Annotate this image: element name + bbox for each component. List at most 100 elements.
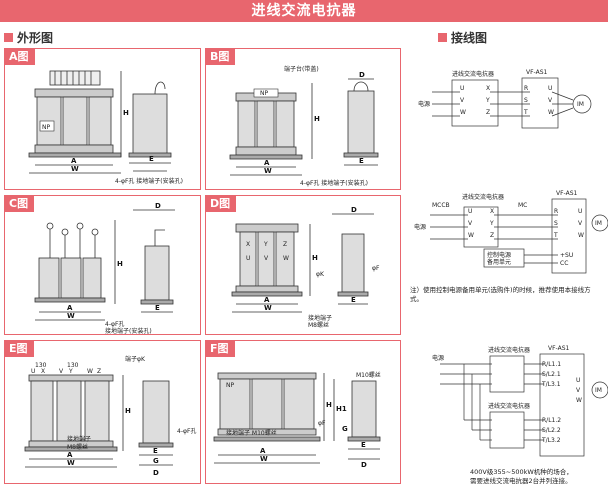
dim-w-label: W [67, 312, 75, 320]
d1-in-w: W [460, 109, 466, 116]
d3-top-r: R/L1.1 [542, 361, 561, 368]
wiring-note-2a: 400V级355~500kW机种的场合， [470, 468, 573, 476]
dim-a-label: A [67, 451, 73, 459]
d2-motor-label: IM [595, 220, 602, 227]
dim-e-label: E [361, 441, 366, 449]
dim-w-label: W [71, 165, 79, 173]
dim-a-label: A [260, 447, 266, 455]
panel-d: X Y Z U V W φK φF D A W H E 接地端子 M8螺丝 D图 [205, 195, 401, 335]
d3-power-label: 电源 [432, 354, 444, 362]
d2-vf-label: VF-AS1 [556, 190, 578, 197]
d2-inv-t: T [553, 232, 558, 239]
dim-h-label: H [312, 254, 318, 262]
term-z: Z [283, 241, 287, 248]
section-marker [4, 33, 13, 42]
d2-inv-s: S [554, 220, 558, 227]
hole-k: φK [316, 271, 325, 278]
mount-hole-c: 4-φF孔 [105, 320, 124, 328]
panel-b: NP 端子台(带盖) D A W H E 4-φF孔 接地端子(安装孔) B图 [205, 48, 401, 190]
wiring-note-2: 400V级355~500kW机种的场合， 需要进线交流电抗器2台并列连接。 [470, 468, 606, 486]
section-marker [438, 33, 447, 42]
wiring-diagram-3: 进线交流电抗器 进线交流电抗器 VF-AS1 电源 IM R/L1.1 S/L2… [432, 345, 608, 457]
e-dim-1: 130 [35, 362, 47, 369]
mount-hole-e: 4-φF孔 [177, 427, 196, 435]
e-top-y: Y [68, 368, 73, 375]
dim-h-label: H [314, 115, 320, 123]
dim-g-label: G [342, 425, 348, 433]
panel-e-tag: E图 [5, 341, 34, 357]
section-outline-heading: 外形图 [4, 29, 53, 46]
d3-bot-s: S/L2.2 [542, 427, 561, 434]
e-top-w: W [87, 368, 93, 375]
d2-power-label: 电源 [414, 223, 426, 231]
dim-w-label: W [264, 167, 272, 175]
m8-bolt-d: M8螺丝 [308, 321, 329, 329]
panel-c: D A W H E 4-φF孔 接地端子(安装孔) C图 [4, 195, 201, 335]
drawing-c: D A W H E 4-φF孔 接地端子(安装孔) [34, 202, 175, 335]
d2-mc-label: MC [518, 202, 527, 209]
m8-bolt-e: M8螺丝 [67, 443, 88, 451]
wiring-column: 进线交流电抗器 VF-AS1 电源 IM U V W X Y Z R S T U… [408, 50, 608, 487]
dim-w-label: W [264, 304, 272, 312]
term-v: V [264, 255, 269, 262]
d2-in-v: V [468, 220, 473, 227]
d2-inv-v: V [578, 220, 583, 227]
section-outline-title: 外形图 [17, 31, 54, 45]
panel-a-tag: A图 [5, 49, 35, 65]
d2-out-z: Z [490, 232, 494, 239]
d3-inv-w: W [576, 397, 582, 404]
d2-ctrl2-label: 备用单元 [487, 258, 511, 266]
dim-d-label: D [351, 206, 357, 214]
ground-terminal-c: 接地端子(安装孔) [105, 327, 152, 335]
d1-vf-label: VF-AS1 [526, 69, 548, 76]
panel-c-tag: C图 [5, 196, 35, 212]
e-top-u: U [31, 368, 35, 375]
dim-e-label: E [359, 157, 364, 165]
term-y: Y [263, 241, 268, 248]
e-top-x: X [41, 368, 45, 375]
section-wiring-heading: 接线图 [438, 29, 487, 46]
hole-f-f: φF [318, 420, 326, 427]
d1-out-y: Y [485, 97, 490, 104]
d2-mccb-label: MCCB [432, 202, 450, 209]
d1-inv-u: U [548, 85, 552, 92]
dim-d-label: D [361, 461, 367, 469]
d1-out-x: X [486, 85, 490, 92]
ground-terminal-e: 接地端子 [67, 435, 91, 443]
dim-w-label: W [67, 459, 75, 467]
dim-e-label: E [149, 155, 154, 163]
d1-motor-label: IM [577, 101, 584, 108]
np-plate-b: NP [260, 90, 268, 97]
d3-bot-r: R/L1.2 [542, 417, 561, 424]
panel-f: A W H H1 E D G φF 接地端子 M10螺丝 M10螺丝 NP F图 [205, 340, 401, 484]
panel-f-tag: F图 [206, 341, 235, 357]
np-plate-a: NP [42, 124, 50, 131]
dim-a-label: A [71, 157, 77, 165]
drawing-d: X Y Z U V W φK φF D A W H E 接地端子 M8螺丝 [231, 206, 380, 329]
d3-bot-t: T/L3.2 [541, 437, 561, 444]
dim-e-label: E [351, 296, 356, 304]
d1-inv-r: R [524, 85, 528, 92]
dim-d-label: D [153, 469, 159, 477]
dim-h-label: H [117, 260, 123, 268]
d1-inv-w: W [548, 109, 554, 116]
dim-d-label: D [155, 202, 161, 210]
d2-reactor-label: 进线交流电抗器 [462, 193, 504, 201]
d3-inv-v: V [576, 387, 581, 394]
d2-out-x: X [490, 208, 494, 215]
d1-inv-v: V [548, 97, 553, 104]
dim-a-label: A [67, 304, 73, 312]
d1-out-z: Z [486, 109, 490, 116]
d3-top-s: S/L2.1 [542, 371, 561, 378]
term-x: X [246, 241, 250, 248]
dim-e-label: E [153, 447, 158, 455]
mount-hole-a: 4-φF孔 接地端子(安装孔) [115, 177, 183, 185]
drawing-f: A W H H1 E D G φF 接地端子 M10螺丝 M10螺丝 NP [213, 371, 381, 469]
d1-reactor-label: 进线交流电抗器 [452, 70, 494, 78]
d2-cc-label: CC [560, 260, 568, 267]
d2-out-y: Y [489, 220, 494, 227]
ground-terminal-d: 接地端子 [308, 314, 332, 322]
drawing-a: NP A W H E 4-φF孔 接地端子(安装孔) [28, 70, 183, 185]
m10-bolt-f: M10螺丝 [356, 371, 381, 379]
wiring-diagram-2: 进线交流电抗器 VF-AS1 MCCB MC 电源 IM U V W X Y Z… [414, 190, 608, 274]
